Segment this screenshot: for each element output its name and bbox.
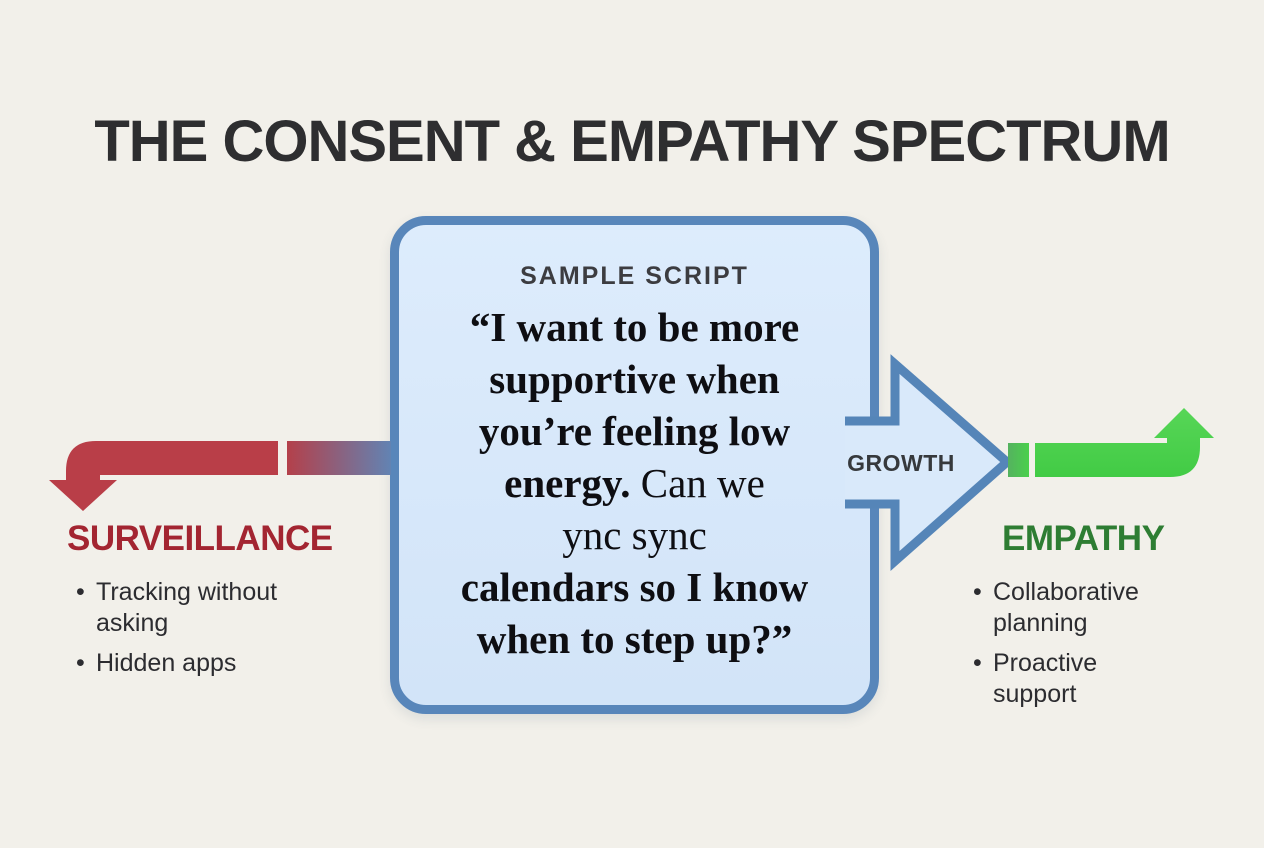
bullet-icon: • xyxy=(973,578,982,606)
list-item: • Collaborative planning xyxy=(973,577,1180,639)
quote-segment-bold: energy. xyxy=(504,460,631,506)
growth-label: GROWTH xyxy=(847,450,955,476)
quote-line: when to step up?” xyxy=(476,616,793,662)
quote-line: supportive when xyxy=(489,356,780,402)
empathy-heading: EMPATHY xyxy=(1002,519,1165,558)
empathy-bullet-list: • Collaborative planning • Proactive sup… xyxy=(973,577,1180,719)
quote-line: “I want to be more xyxy=(469,304,800,350)
page-title: THE CONSENT & EMPATHY SPECTRUM xyxy=(94,109,1170,174)
list-item: • Proactive support xyxy=(973,648,1180,710)
sample-script-label: SAMPLE SCRIPT xyxy=(520,262,749,290)
bullet-icon: • xyxy=(973,649,982,677)
empathy-arrow-icon xyxy=(1035,408,1214,477)
quote-line: calendars so I know xyxy=(460,564,809,610)
green-stub-bar xyxy=(1008,443,1029,477)
bullet-icon: • xyxy=(76,578,85,606)
sample-script-quote: “I want to be more supportive when you’r… xyxy=(399,301,870,665)
quote-segment-regular: Can we xyxy=(630,460,765,506)
bullet-text: Tracking without asking xyxy=(96,578,278,637)
bullet-text: Hidden apps xyxy=(96,649,237,677)
bullet-text: Collaborative planning xyxy=(993,578,1139,637)
quote-line: you’re feeling low xyxy=(478,408,791,454)
list-item: • Tracking without asking xyxy=(76,577,348,639)
bullet-icon: • xyxy=(76,649,85,677)
surveillance-heading: SURVEILLANCE xyxy=(67,519,333,558)
quote-line: ync sync xyxy=(562,512,707,558)
bullet-text: Proactive support xyxy=(993,649,1098,708)
quote-line: energy. Can we xyxy=(399,457,870,509)
red-blue-gradient-bar xyxy=(287,441,391,475)
sample-script-box: SAMPLE SCRIPT “I want to be more support… xyxy=(390,216,879,714)
list-item: • Hidden apps xyxy=(76,648,348,679)
surveillance-arrow-icon xyxy=(49,441,278,511)
growth-arrow-icon xyxy=(845,354,1014,571)
surveillance-bullet-list: • Tracking without asking • Hidden apps xyxy=(76,577,348,688)
